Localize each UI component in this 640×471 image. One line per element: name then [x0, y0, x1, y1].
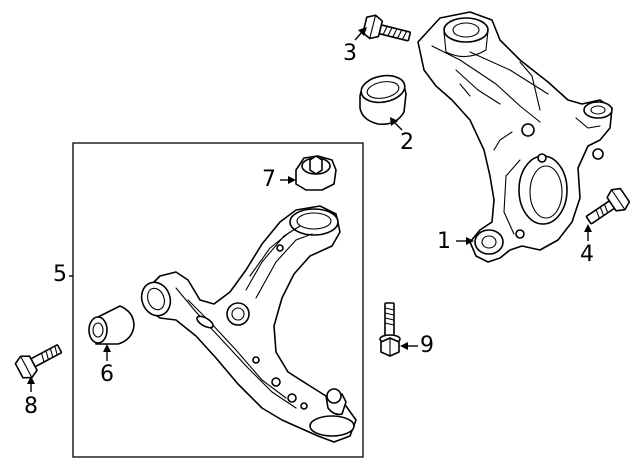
callout-1: 1 [437, 229, 451, 254]
callout-3: 3 [343, 41, 357, 66]
dust-cap [359, 74, 407, 126]
bolt-3 [362, 14, 412, 42]
callout-2: 2 [400, 130, 414, 155]
bolt-4 [585, 187, 631, 225]
bushing [88, 305, 135, 345]
callout-5: 5 [53, 262, 67, 287]
bolt-8 [14, 344, 63, 379]
bolt-9 [379, 302, 401, 357]
control-arm-assembly-frame [72, 142, 364, 458]
lower-control-arm [140, 205, 357, 443]
callout-7: 7 [262, 167, 276, 192]
leader-lines [27, 27, 592, 392]
steering-knuckle [417, 11, 613, 263]
callout-9: 9 [420, 333, 434, 358]
callout-4: 4 [580, 242, 594, 267]
rear-bushing-mount [295, 155, 337, 191]
callout-8: 8 [24, 394, 38, 419]
callout-6: 6 [100, 362, 114, 387]
